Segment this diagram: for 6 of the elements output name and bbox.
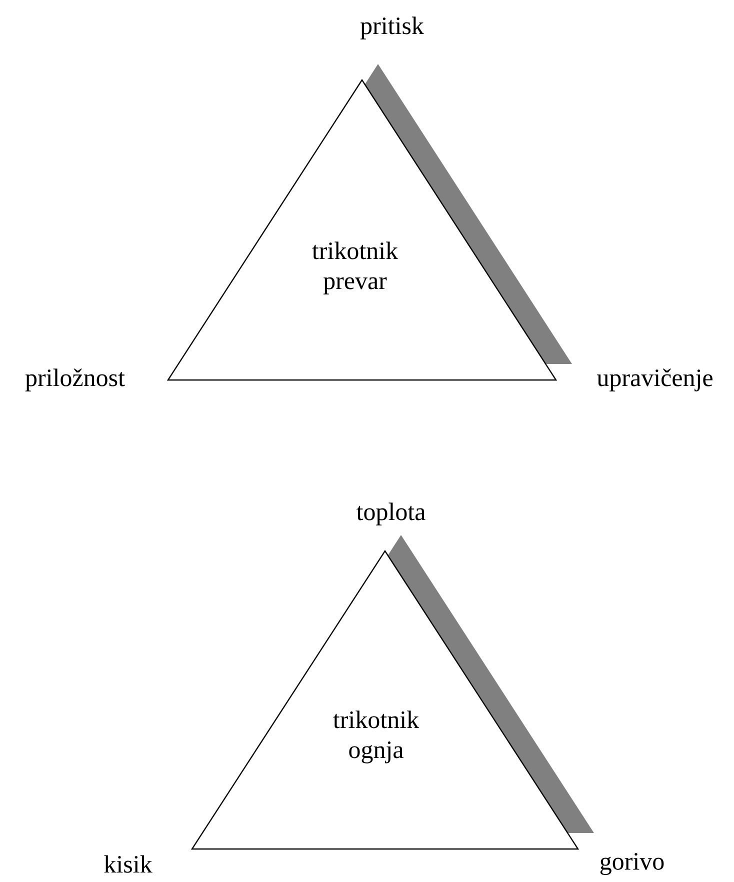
vertex-label: priložnost [25, 368, 125, 392]
vertex-label: kisik [104, 855, 152, 873]
vertex-label: gorivo [600, 853, 664, 875]
vertex-label: pritisk [360, 16, 424, 40]
vertex-label: upravičenje [597, 368, 712, 392]
vertex-label: toplota [356, 502, 426, 526]
